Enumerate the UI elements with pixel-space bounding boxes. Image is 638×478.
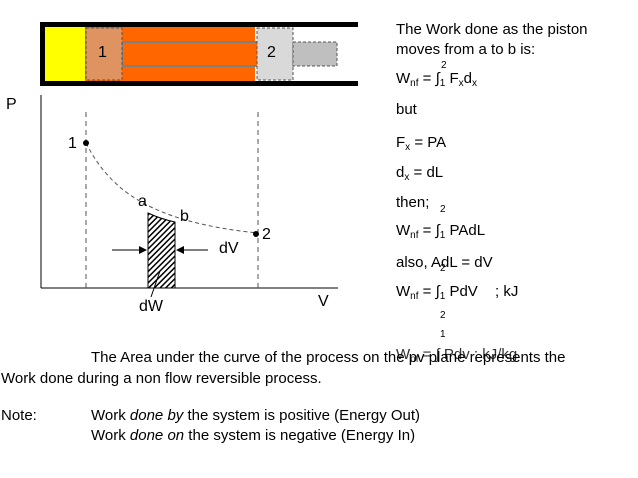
intro-line-2: moves from a to b is: <box>396 41 536 58</box>
cylinder <box>40 22 358 86</box>
ghost-rod <box>292 41 338 67</box>
ghost-piston <box>256 27 294 81</box>
piston-face <box>45 27 85 81</box>
but-text: but <box>396 101 417 118</box>
also-text: also, AdL = dV <box>396 254 493 271</box>
cylinder-top-wall <box>40 22 358 27</box>
work-strip <box>147 212 176 289</box>
then-text: then; <box>396 194 430 211</box>
force-equation: Fx = PA <box>396 134 447 153</box>
v-axis-label: V <box>318 293 329 310</box>
state-point-2 <box>253 231 259 237</box>
area-statement-line-2: Work done during a non flow reversible p… <box>1 370 322 387</box>
process-curve <box>85 142 259 234</box>
specific-work-equation: Wnf = ∫ Pdv ; kJ/kg <box>396 346 518 365</box>
eq5-upper-limit: 2 <box>440 310 446 321</box>
piston-body <box>85 27 123 81</box>
cylinder-bottom-wall <box>40 81 358 86</box>
p-axis-label: P <box>6 96 17 113</box>
eq4-upper-limit: 2 <box>440 204 446 215</box>
state-label-1: 1 <box>68 135 77 152</box>
piston-label-2: 2 <box>267 44 276 61</box>
work-equation-1: Wnf = ∫1 Fxdx <box>396 70 477 89</box>
dw-label: dW <box>139 298 163 315</box>
dw-leader <box>150 270 161 298</box>
cylinder-head <box>40 22 45 86</box>
intro-line-1: The Work done as the piston <box>396 21 588 38</box>
eq6-lower-limit: 1 <box>440 329 446 340</box>
note-work-done-by: Work done by the system is positive (Ene… <box>91 407 421 424</box>
work-equation-3: Wnf = ∫1 PdV <box>396 283 478 302</box>
stray-upper-limit: 2 <box>440 263 446 274</box>
work-unit-kj: ; kJ <box>495 283 519 300</box>
note-label: Note: <box>1 407 37 424</box>
piston-label-1: 1 <box>98 44 107 61</box>
work-equation-2: Wnf = ∫1 PAdL <box>396 222 486 241</box>
displacement-equation: dx = dL <box>396 164 444 183</box>
state-label-2: 2 <box>262 226 271 243</box>
eq1-upper-limit: 2 <box>441 60 447 71</box>
state-point-1 <box>83 140 89 146</box>
piston-rod <box>121 41 263 67</box>
point-label-b: b <box>180 208 189 225</box>
point-label-a: a <box>138 193 147 210</box>
note-work-done-on: Work done on the system is negative (Ene… <box>91 427 416 444</box>
dv-label: dV <box>219 240 239 257</box>
area-statement-line-1: The Area under the curve of the process … <box>91 349 566 366</box>
